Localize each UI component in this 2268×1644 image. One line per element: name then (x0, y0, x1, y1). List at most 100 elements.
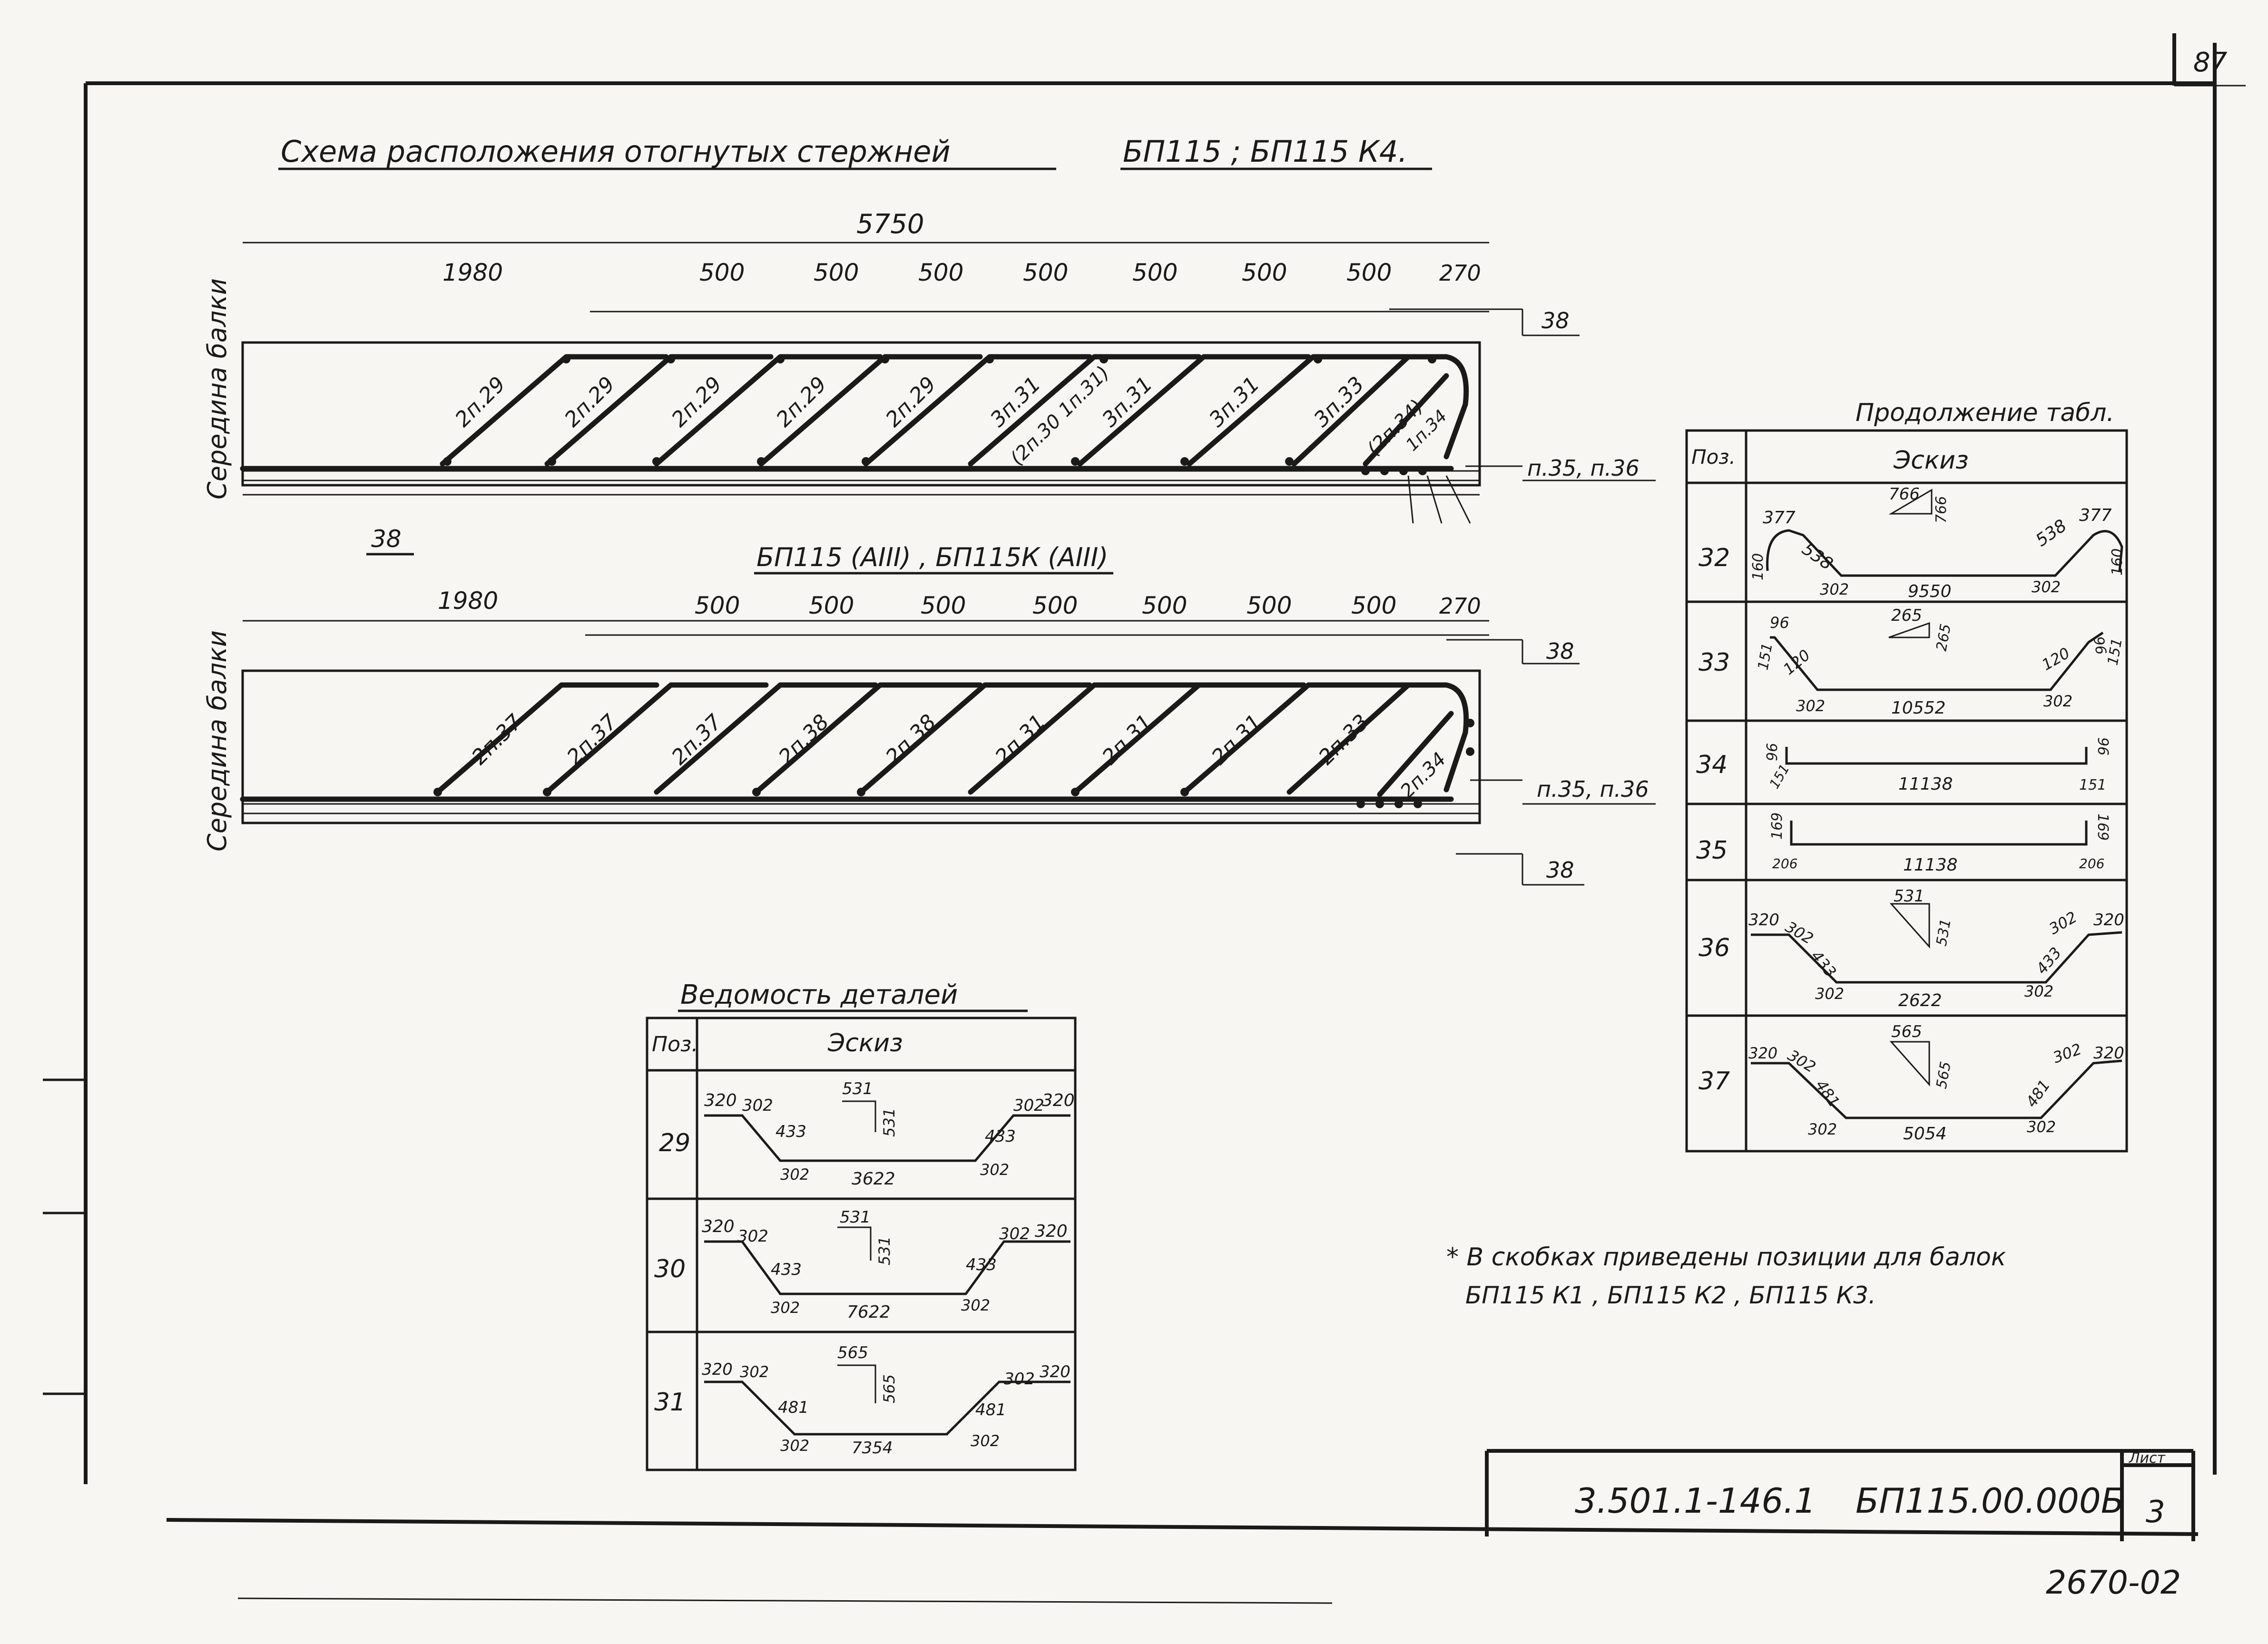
section-mark-3: 38 (1546, 638, 1574, 664)
cont-33-v1: 96 (1770, 614, 1789, 632)
details-30-right-top: 320 (1035, 1222, 1068, 1241)
cont-33-v6: 302 (2043, 692, 2072, 710)
bar-label-bottom-1: 2п.37 (467, 710, 527, 770)
bar-shape-29 (704, 1114, 1070, 1162)
cont-33-tri-h: 265 (1933, 623, 1954, 652)
cont-34-v5: 151 (2079, 777, 2106, 793)
dim-top-500-5: 500 (1132, 259, 1178, 286)
cont-37-v3: 481 (1812, 1076, 1843, 1111)
cont-36-v8: 302 (2046, 908, 2080, 938)
bar-label-bottom-2: 2п.37 (562, 710, 622, 770)
scheme-subtitle: БП115 (AIII) , БП115К (AIII) (756, 542, 1108, 572)
cont-32-v7: 538 (2032, 516, 2071, 550)
details-30-left-slope: 433 (771, 1260, 802, 1279)
footnote-line2: БП115 К1 , БП115 К2 , БП115 К3. (1465, 1282, 1876, 1309)
section-mark-4: 38 (1546, 857, 1574, 883)
cont-32-v2: 538 (1798, 539, 1836, 574)
dim-top-500-4: 500 (1023, 259, 1068, 286)
bar-label-top-1: 2п.29 (451, 372, 511, 432)
cont-35-v5: 206 (2079, 856, 2104, 871)
cont-33-v5: 10552 (1891, 698, 1946, 718)
cont-33-v8: 96 (2090, 635, 2109, 656)
bar-shape-32 (1766, 529, 2123, 577)
bar-label-bottom-10: 2п.34 (1396, 748, 1451, 802)
details-29-right-mid: 302 (1013, 1096, 1044, 1115)
details-table-title: Ведомость деталей (680, 979, 958, 1010)
dim-bottom-500-3: 500 (921, 592, 966, 619)
cont-36-v9: 320 (2093, 910, 2124, 930)
cont-32-v5: 9550 (1908, 582, 1952, 601)
cont-32-v8: 377 (2079, 506, 2112, 525)
details-30-right-bot: 302 (961, 1296, 990, 1314)
cont-34-v3: 11138 (1898, 774, 1953, 794)
details-29-tri-h: 531 (880, 1108, 898, 1137)
details-29-right-slope: 433 (985, 1127, 1016, 1146)
details-29-left-slope: 433 (776, 1122, 806, 1141)
cont-37-v8: 302 (2051, 1040, 2084, 1067)
details-29-right-bot: 302 (980, 1161, 1009, 1179)
bar-shape-35 (1790, 821, 2088, 846)
bar-label-top-4: 2п.29 (772, 372, 832, 432)
details-row-pos-30: 30 (654, 1255, 686, 1283)
details-29-left-top: 320 (704, 1091, 737, 1110)
dim-bottom-270: 270 (1439, 593, 1481, 619)
title-block-code: 3.501.1-146.1 (1575, 1481, 1816, 1521)
callout-bottom: п.35, п.36 (1537, 776, 1649, 802)
details-31-right-slope: 481 (975, 1400, 1006, 1419)
cont-32-v9: 160 (2109, 548, 2126, 576)
total-dimension: 5750 (856, 209, 924, 240)
bar-label-bottom-4: 2п.38 (774, 710, 834, 770)
details-31-right-bot: 302 (971, 1432, 1000, 1450)
details-30-right-mid: 302 (999, 1224, 1030, 1243)
bar-label-bottom-6: 2п.31 (991, 710, 1051, 770)
cont-32-tri-h: 766 (1933, 496, 1950, 523)
title-block-sheet-num: 3 (2146, 1495, 2165, 1530)
cont-34-v1: 96 (1764, 743, 1781, 761)
dim-bottom-500-4: 500 (1032, 592, 1078, 619)
details-31-left-top: 320 (702, 1360, 733, 1379)
bar-label-bottom-7: 2п.31 (1098, 710, 1158, 770)
bar-label-bottom-9: 2п.33 (1314, 710, 1374, 770)
cont-row-pos-33: 33 (1699, 648, 1730, 677)
bar-label-top-3: 2п.29 (667, 372, 727, 432)
cont-34-v4: 96 (2094, 737, 2111, 755)
cont-33-tri-w: 265 (1891, 606, 1922, 625)
continuation-col-sketch: Эскиз (1893, 446, 1969, 475)
cont-35-v1: 169 (1769, 812, 1786, 840)
cont-37-tri-w: 565 (1891, 1022, 1922, 1041)
section-mark-2: 38 (371, 525, 402, 553)
dim-bottom-500-6: 500 (1247, 592, 1292, 619)
side-label-bottom: Середина балки (202, 630, 232, 851)
title-block: 3.501.1-146.1 БП115.00.000Б Лист 3 (1485, 1449, 2195, 1541)
dim-bottom-1980: 1980 (438, 587, 498, 615)
dim-bottom-500-2: 500 (809, 592, 854, 619)
bar-label-top-2: 2п.29 (560, 372, 620, 432)
beam-bottom: 1980 500 500 500 500 500 500 500 270 2п.… (240, 587, 1656, 886)
dim-top-500-6: 500 (1242, 259, 1287, 286)
cont-36-v5: 2622 (1898, 991, 1942, 1010)
cont-36-v1: 320 (1748, 910, 1779, 930)
cont-32-v6: 302 (2032, 578, 2061, 596)
bar-shape-34 (1785, 747, 2088, 765)
details-col-sketch: Эскиз (827, 1029, 903, 1057)
cont-36-tri-w: 531 (1894, 887, 1924, 906)
beam-top: 1980 500 500 500 500 500 500 500 270 (240, 259, 1656, 556)
details-31-tri-h: 565 (880, 1374, 898, 1403)
details-29-left-mid: 302 (742, 1096, 773, 1115)
bar-label-bottom-5: 2п.38 (881, 710, 941, 770)
title-block-sheet-label: Лист (2129, 1450, 2166, 1467)
cont-37-v1: 320 (1748, 1044, 1777, 1062)
cont-37-tri-h: 565 (1933, 1060, 1954, 1090)
cont-36-v2: 302 (1782, 918, 1816, 948)
details-31-left-mid: 302 (740, 1363, 769, 1381)
cont-32-v4: 302 (1820, 580, 1849, 598)
dim-top-500-1: 500 (699, 259, 745, 286)
continuation-table: Продолжение табл. Поз. Эскиз 32 377 538 … (1685, 399, 2128, 1153)
cont-36-v7: 433 (2032, 944, 2065, 978)
details-29-right-top: 320 (1042, 1091, 1075, 1110)
details-table: Ведомость деталей Поз. Эскиз 29 320 302 … (646, 979, 1077, 1471)
cont-row-pos-37: 37 (1699, 1067, 1730, 1096)
cont-37-v2: 302 (1785, 1046, 1819, 1076)
details-col-pos: Поз. (652, 1032, 698, 1057)
